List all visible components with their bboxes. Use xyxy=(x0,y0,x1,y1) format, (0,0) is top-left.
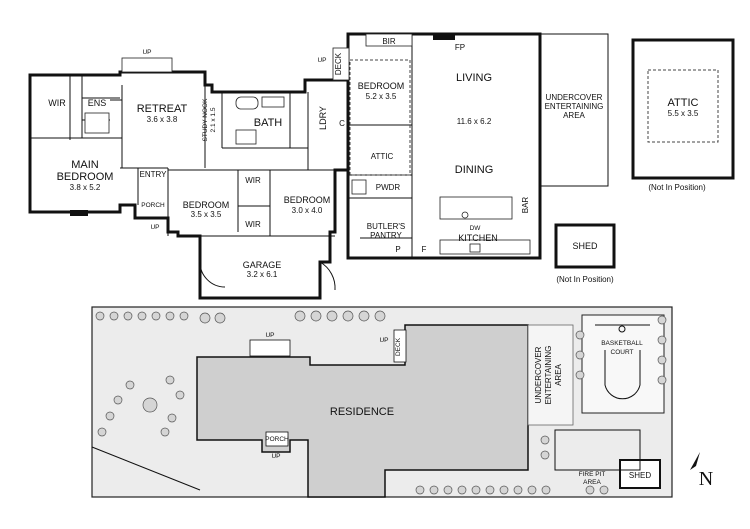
label-bedroom-top: BEDROOM xyxy=(358,81,405,91)
label-main-bedroom-size: 3.8 x 5.2 xyxy=(70,183,101,192)
kitchen-island xyxy=(439,196,513,220)
label-wir-main: WIR xyxy=(48,98,66,108)
site-label-fire-pit-1: FIRE PIT xyxy=(579,471,606,478)
label-bar: BAR xyxy=(521,197,530,214)
vegetation xyxy=(95,310,667,495)
fireplace xyxy=(433,34,455,40)
label-kitchen: KITCHEN xyxy=(458,233,498,243)
label-bath: BATH xyxy=(254,117,283,129)
label-shed-note: (Not In Position) xyxy=(556,275,614,284)
label-bir: BIR xyxy=(382,37,396,46)
label-butlers-pantry-1: BUTLER'S xyxy=(367,222,405,231)
label-bedroom-top-size: 5.2 x 3.5 xyxy=(366,92,397,101)
label-attic-inner: ATTIC xyxy=(371,152,394,161)
site-label-basketball-1: BASKETBALL xyxy=(601,340,643,347)
label-c: C xyxy=(339,119,345,128)
site-label-undercover-2: ENTERTAINING xyxy=(544,346,553,405)
label-ldry: LDRY xyxy=(318,106,328,130)
label-main-bedroom: MAIN xyxy=(71,159,99,171)
residence-footprint xyxy=(196,324,529,498)
site-label-undercover-3: AREA xyxy=(554,363,563,385)
label-porch: PORCH xyxy=(141,202,165,209)
label-shed: SHED xyxy=(572,241,598,251)
label-attic-note: (Not In Position) xyxy=(648,183,706,192)
up-stair-landing xyxy=(121,57,173,73)
label-living: LIVING xyxy=(456,72,492,84)
label-f: F xyxy=(422,245,427,254)
label-dw: DW xyxy=(470,225,482,232)
label-main-bedroom-2: BEDROOM xyxy=(57,171,114,183)
label-retreat-size: 3.6 x 3.8 xyxy=(147,115,178,124)
label-pwdr: PWDR xyxy=(376,183,401,192)
north-compass-icon: N xyxy=(690,452,713,490)
basketball-court xyxy=(581,314,665,414)
label-attic-box: ATTIC xyxy=(668,97,699,109)
west-wing-walls xyxy=(28,70,350,300)
attic-box xyxy=(631,38,735,180)
site-label-fire-pit-2: AREA xyxy=(583,479,601,486)
site-label-up-2: UP xyxy=(379,337,388,344)
label-wir-upper: WIR xyxy=(245,176,261,185)
label-study-nook: STUDY NOOK xyxy=(202,98,209,142)
label-study-nook-size: 2.1 x 1.5 xyxy=(210,107,217,132)
label-bedroom-left-size: 3.5 x 3.5 xyxy=(191,210,222,219)
label-wir-lower: WIR xyxy=(245,220,261,229)
label-entry: ENTRY xyxy=(140,170,168,179)
label-garage: GARAGE xyxy=(243,260,282,270)
label-butlers-pantry-2: PANTRY xyxy=(370,231,402,240)
label-undercover-3: AREA xyxy=(563,111,585,120)
site-label-shed: SHED xyxy=(629,471,651,480)
label-bedroom-left: BEDROOM xyxy=(183,200,230,210)
shed-box xyxy=(554,223,616,269)
label-attic-box-size: 5.5 x 3.5 xyxy=(668,109,699,118)
label-deck: DECK xyxy=(334,52,343,75)
label-garage-size: 3.2 x 6.1 xyxy=(247,270,278,279)
label-ens: ENS xyxy=(88,98,107,108)
site-plan: RESIDENCE DECK PORCH UNDERCOVER ENTERTAI… xyxy=(91,306,673,498)
label-bedroom-right: BEDROOM xyxy=(284,195,331,205)
label-living-size: 11.6 x 6.2 xyxy=(457,117,492,126)
site-label-residence: RESIDENCE xyxy=(330,406,394,418)
compass-label: N xyxy=(699,468,713,490)
east-wing-walls xyxy=(346,32,542,260)
deck xyxy=(332,47,350,81)
site-label-porch: PORCH xyxy=(265,436,289,443)
site-label-up-3: UP xyxy=(271,453,280,460)
label-p: P xyxy=(395,245,400,254)
label-retreat: RETREAT xyxy=(137,103,188,115)
label-undercover-1: UNDERCOVER xyxy=(546,93,603,102)
site-label-deck: DECK xyxy=(395,337,402,356)
floor-plan: WIR ENS RETREAT 3.6 x 3.8 MAIN BEDROOM 3… xyxy=(28,32,735,300)
site-label-basketball-2: COURT xyxy=(611,349,634,356)
label-fp: FP xyxy=(455,43,465,52)
label-up-3: UP xyxy=(150,224,159,231)
site-label-up-1: UP xyxy=(265,332,274,339)
label-up-2: UP xyxy=(317,57,326,64)
label-undercover-2: ENTERTAINING xyxy=(545,102,604,111)
label-bedroom-right-size: 3.0 x 4.0 xyxy=(292,206,323,215)
label-dining: DINING xyxy=(455,164,494,176)
site-label-undercover-1: UNDERCOVER xyxy=(534,346,543,403)
label-up-1: UP xyxy=(142,49,151,56)
